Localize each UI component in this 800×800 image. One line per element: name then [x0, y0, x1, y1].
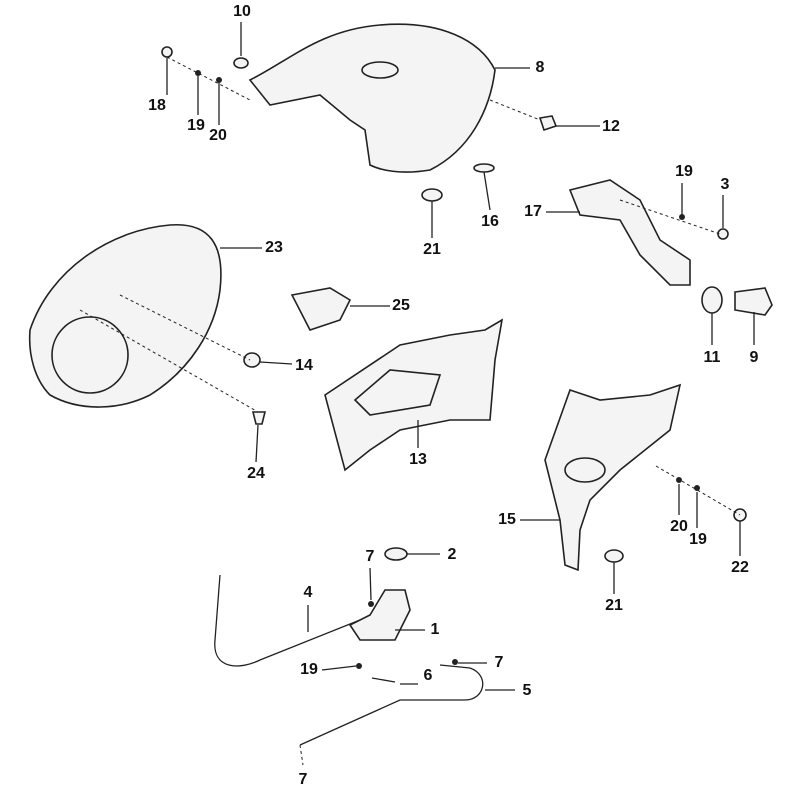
part-3: [717, 228, 729, 240]
callout-3: 3: [720, 176, 730, 193]
part-25-panel: [290, 287, 352, 331]
part-13-recess: [353, 369, 442, 416]
callout-24: 24: [247, 465, 265, 482]
callout-17: 17: [524, 203, 542, 220]
callout-2: 2: [447, 546, 457, 563]
part-23-ring: [51, 316, 129, 394]
callout-15: 15: [498, 511, 516, 528]
callout-8: 8: [535, 59, 545, 76]
part-12: [538, 115, 558, 132]
callout-11: 11: [703, 349, 721, 366]
part-18: [161, 46, 173, 58]
part-23-side-cover: [28, 224, 222, 408]
part-17-bracket: [568, 179, 691, 286]
callout-9: 9: [749, 349, 759, 366]
part-19c: [694, 485, 700, 491]
callout-7: 7: [365, 548, 375, 565]
callout-22: 22: [731, 559, 749, 576]
part-11: [701, 286, 723, 314]
part-4-hose: [214, 574, 361, 667]
callout-13: 13: [409, 451, 427, 468]
callout-16: 16: [481, 213, 499, 230]
callout-1: 1: [430, 621, 440, 638]
part-21a: [421, 188, 443, 202]
part-9: [734, 287, 773, 316]
part-19a: [195, 70, 201, 76]
part-8-front-cover: [248, 23, 496, 173]
part-21b: [604, 549, 624, 563]
callout-12: 12: [602, 118, 620, 135]
callout-20: 20: [209, 127, 227, 144]
callout-7: 7: [298, 771, 308, 788]
callout-21: 21: [423, 241, 441, 258]
part-15-recess: [564, 457, 606, 483]
part-16: [473, 163, 495, 173]
part-14: [243, 352, 261, 368]
callout-5: 5: [522, 682, 532, 699]
part-15-inner-panel: [544, 383, 682, 572]
callout-25: 25: [392, 297, 410, 314]
part-6-screw: [371, 677, 396, 683]
callout-14: 14: [295, 357, 313, 374]
part-8-hole: [361, 61, 399, 79]
callout-7: 7: [494, 654, 504, 671]
callout-23: 23: [265, 239, 283, 256]
callout-19: 19: [675, 163, 693, 180]
callout-4: 4: [303, 584, 313, 601]
callout-18: 18: [148, 97, 166, 114]
callout-19: 19: [689, 531, 707, 548]
callout-19: 19: [300, 661, 318, 678]
part-20a: [216, 77, 222, 83]
callout-19: 19: [187, 117, 205, 134]
callout-21: 21: [605, 597, 623, 614]
callout-6: 6: [423, 667, 433, 684]
part-1-valve: [348, 589, 411, 641]
part-5-hose: [299, 664, 484, 746]
part-2: [384, 547, 408, 561]
part-24: [251, 411, 267, 425]
callout-20: 20: [670, 518, 688, 535]
part-10: [233, 57, 249, 69]
part-19b: [679, 214, 685, 220]
callout-10: 10: [233, 3, 251, 20]
